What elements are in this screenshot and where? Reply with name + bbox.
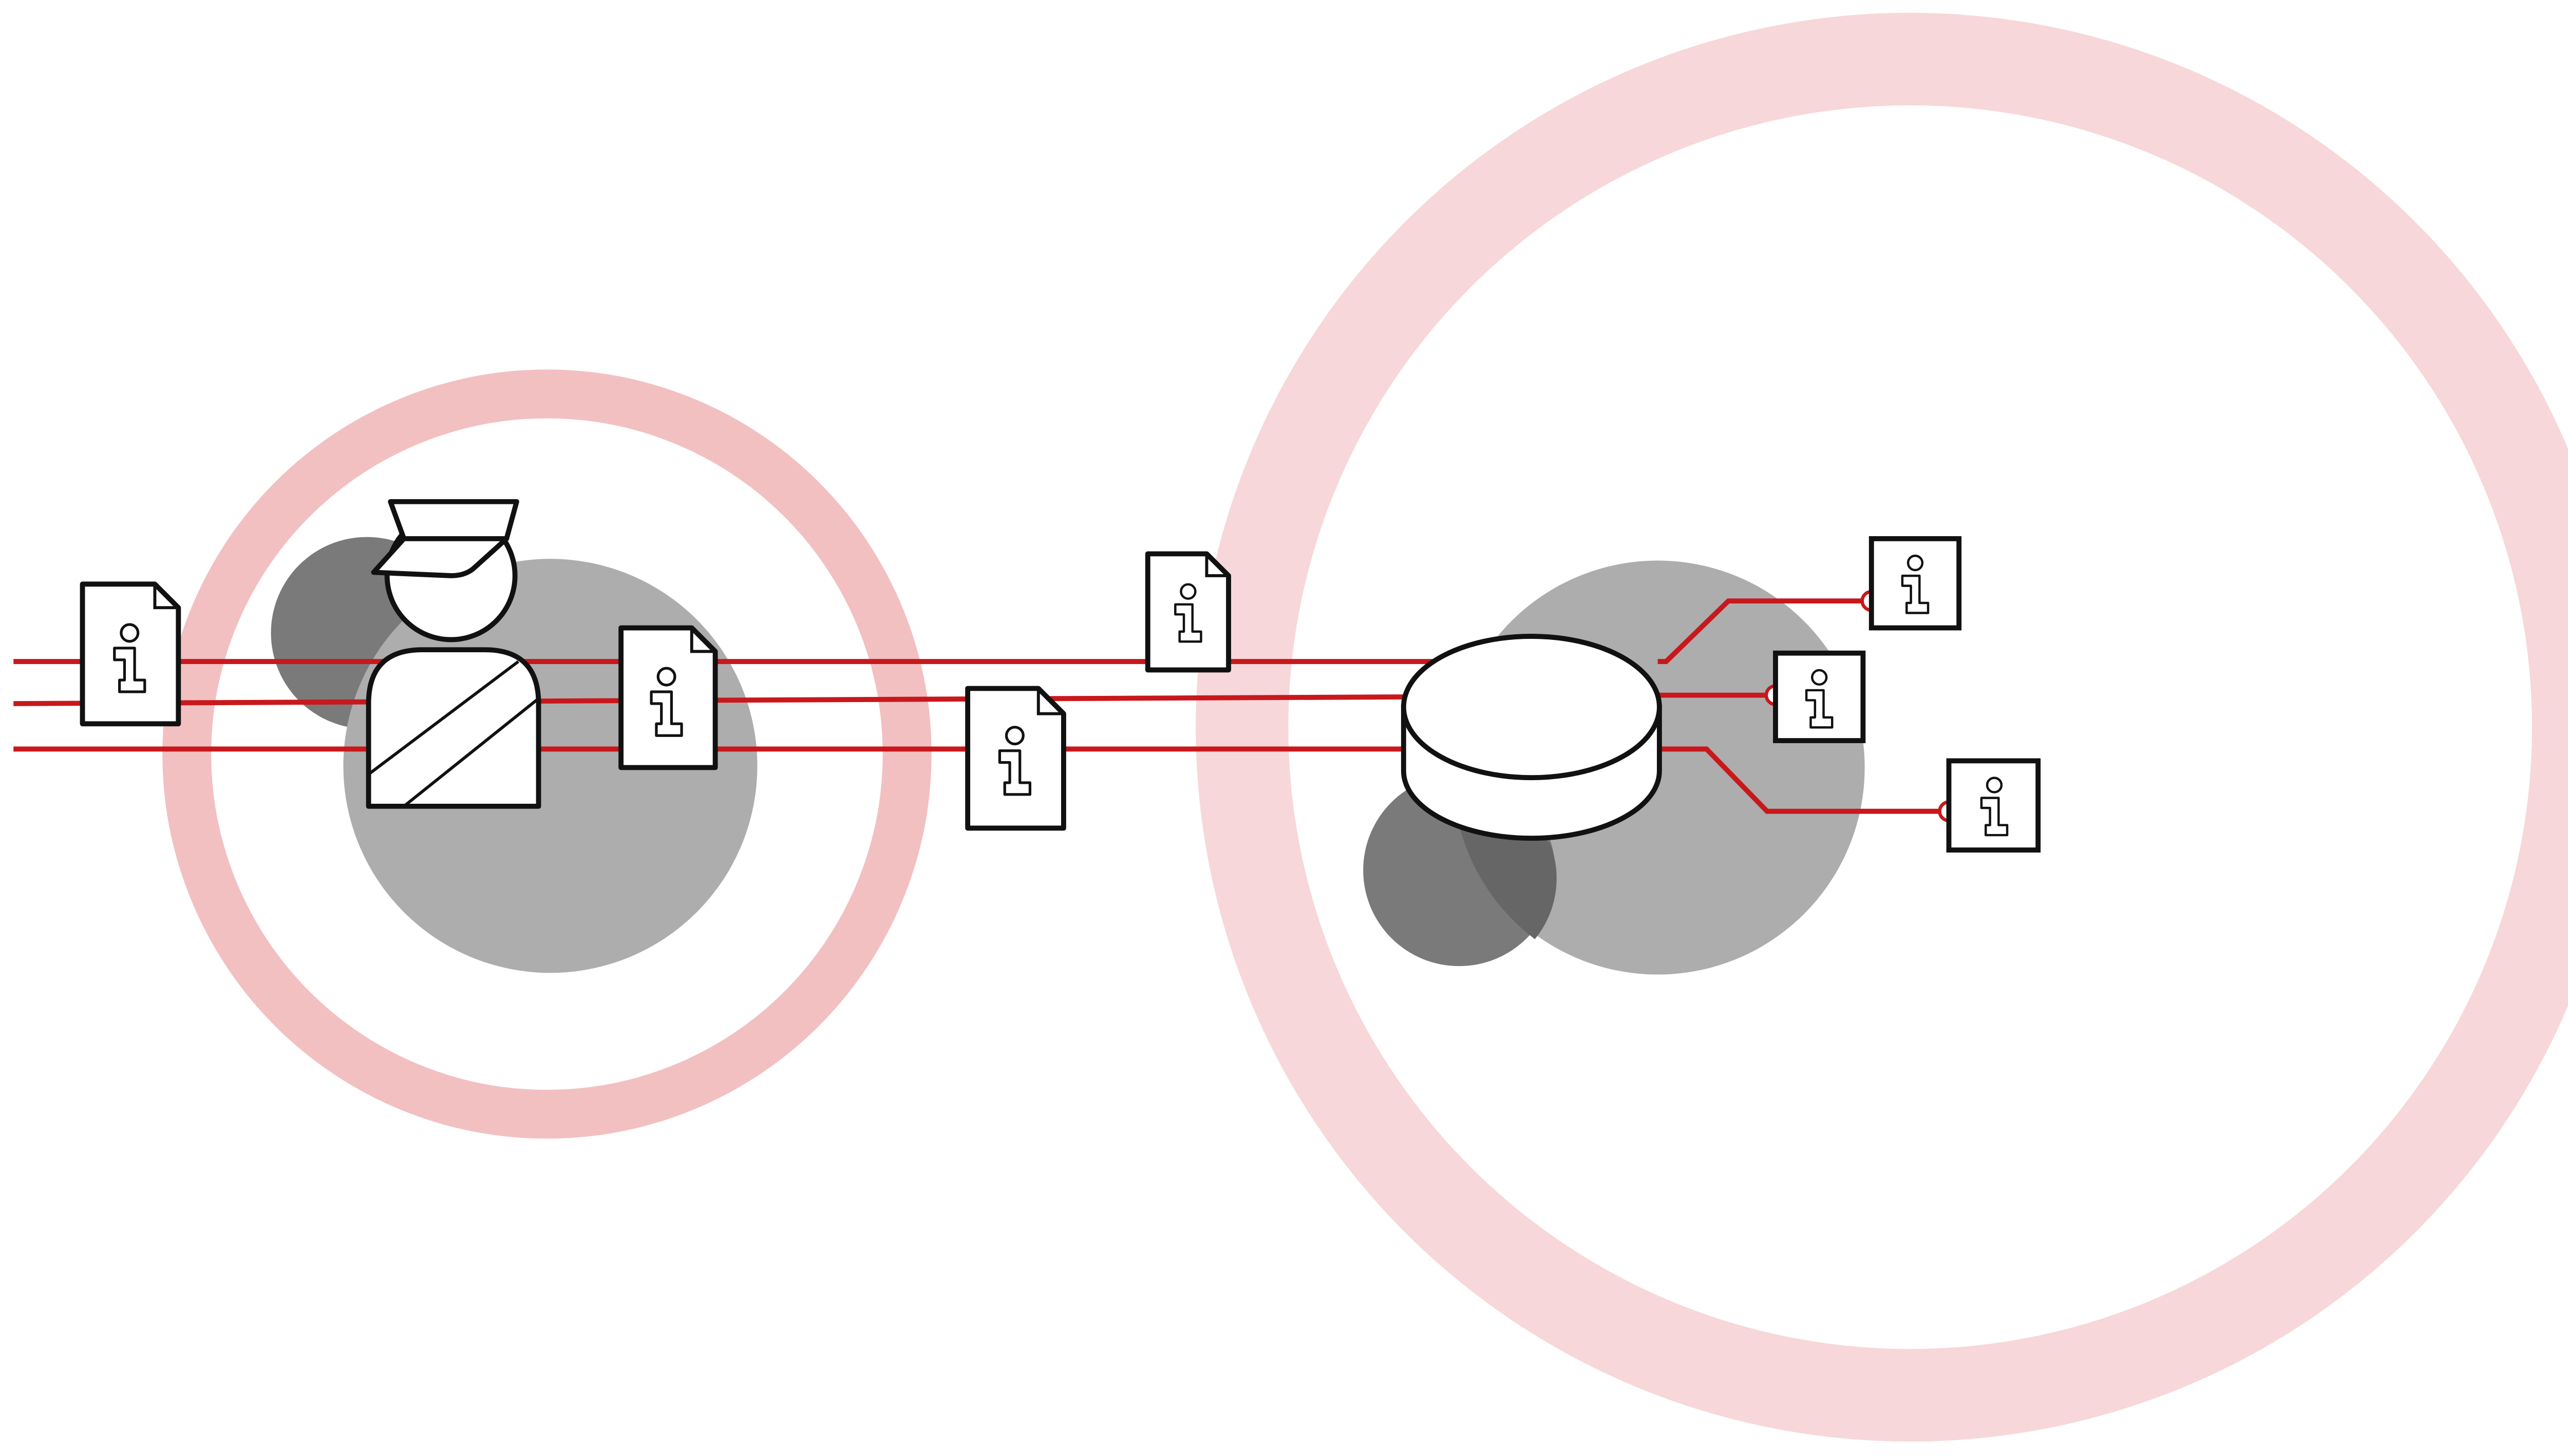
officer-icon bbox=[366, 499, 541, 809]
output-line-top bbox=[1657, 598, 1865, 664]
info-card-2 bbox=[1773, 650, 1866, 743]
output-line-bottom bbox=[1657, 746, 1942, 814]
database-top bbox=[1401, 633, 1662, 781]
right-blob-overlap bbox=[1457, 815, 1557, 939]
document-4 bbox=[965, 686, 1066, 831]
officer-sash-2 bbox=[403, 697, 540, 808]
officer-cap-crown bbox=[388, 499, 519, 541]
database-icon bbox=[1401, 633, 1662, 841]
officer-sash-1 bbox=[367, 660, 520, 776]
document-3 bbox=[1145, 551, 1231, 673]
right-zone-ring bbox=[1196, 13, 2568, 1442]
document-2 bbox=[618, 625, 718, 770]
info-card-3 bbox=[1946, 758, 2041, 853]
left-zone-ring bbox=[162, 369, 932, 1139]
officer-cap-visor bbox=[371, 536, 509, 578]
info-card-1 bbox=[1868, 536, 1962, 631]
document-1 bbox=[80, 581, 181, 727]
officer-body bbox=[366, 647, 541, 809]
output-lines bbox=[1657, 598, 1942, 814]
